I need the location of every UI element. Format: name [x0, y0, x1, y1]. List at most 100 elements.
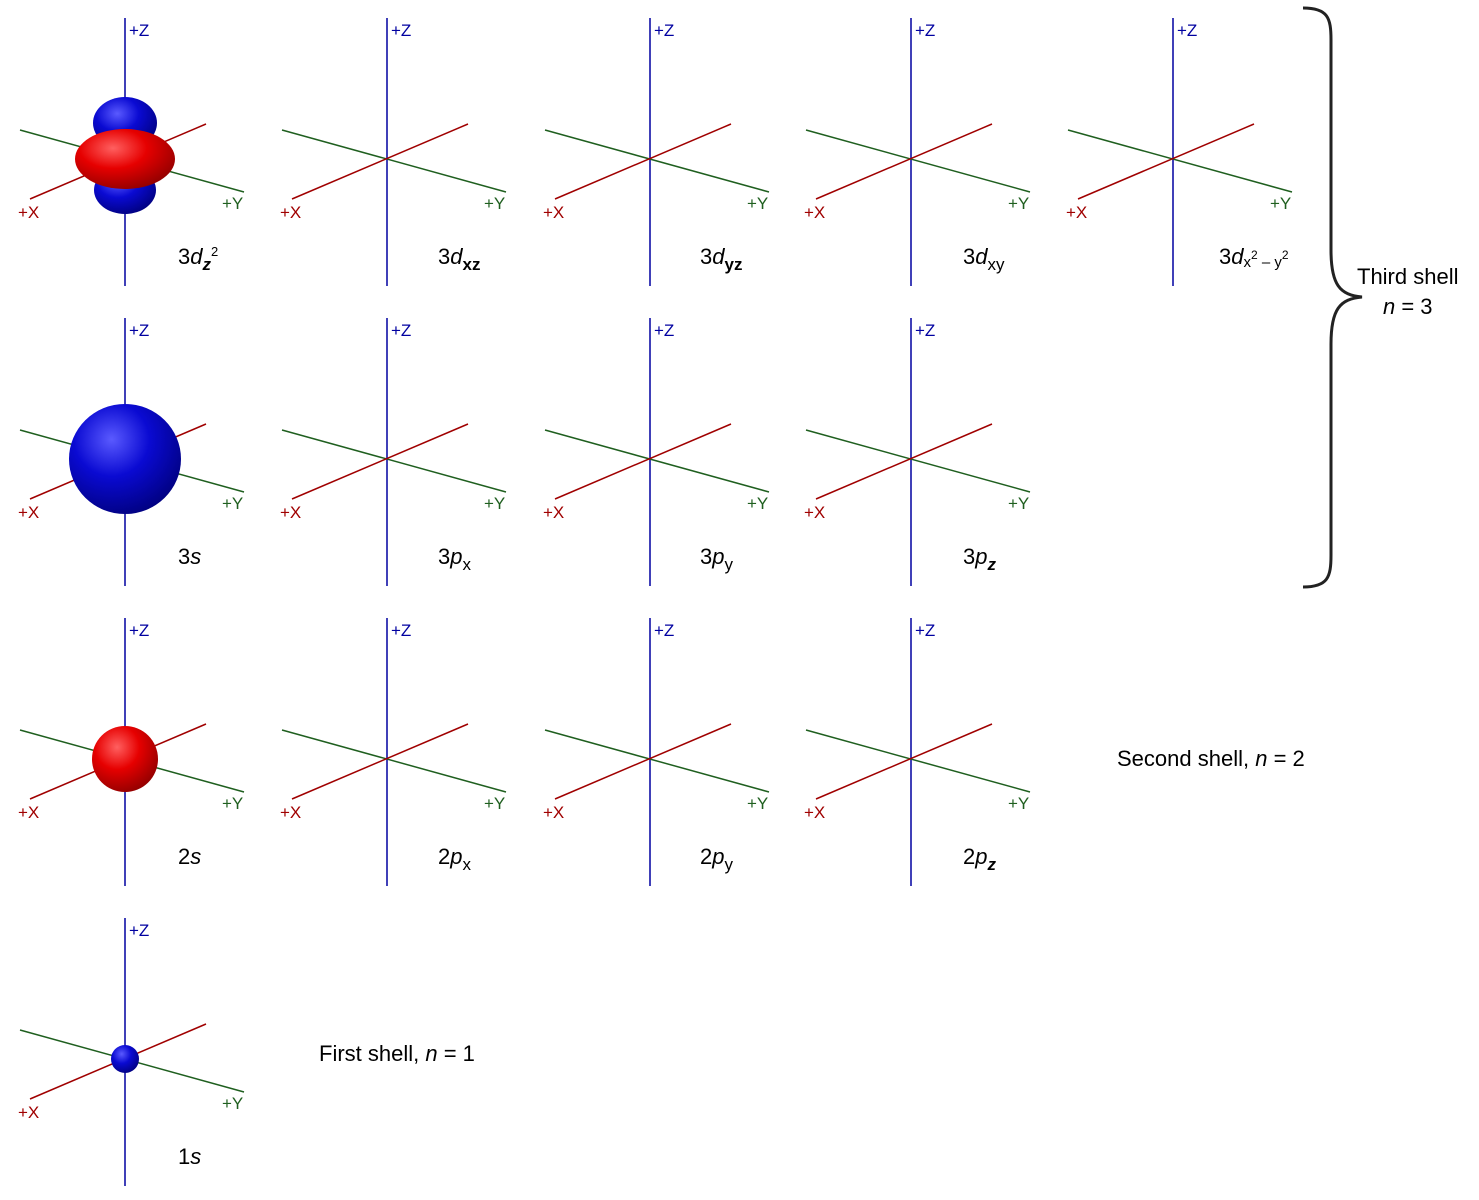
- z-axis-label: +Z: [391, 621, 411, 640]
- orbital-label: 3dxy: [963, 244, 1005, 274]
- x-axis-label: +X: [543, 803, 564, 822]
- orbital-label: 3dyz: [700, 244, 742, 274]
- x-axis-label: +X: [18, 1103, 39, 1122]
- orbital-label: 3dx2 – y2: [1219, 244, 1289, 271]
- orbital-label: 3dxz: [438, 244, 480, 274]
- positive-lobe: [92, 726, 158, 792]
- x-axis-label: +X: [18, 203, 39, 222]
- z-axis-label: +Z: [129, 321, 149, 340]
- negative-lobe: [69, 404, 181, 514]
- y-axis-line: [805, 429, 1031, 493]
- y-axis-label: +Y: [222, 1094, 243, 1113]
- z-axis-label: +Z: [129, 921, 149, 940]
- axes-3py: [544, 318, 770, 586]
- x-axis-label: +X: [543, 503, 564, 522]
- positive-lobe: [75, 129, 175, 189]
- lobes-1s: [111, 1045, 139, 1073]
- z-axis-label: +Z: [129, 621, 149, 640]
- z-axis-label: +Z: [654, 321, 674, 340]
- orbital-label: 3s: [178, 544, 201, 569]
- orbital-2s: +Z+X+Y2s: [18, 618, 245, 886]
- lobes-3s: [69, 404, 181, 514]
- y-axis-label: +Y: [222, 194, 243, 213]
- x-axis-line: [815, 423, 993, 500]
- z-axis-label: +Z: [391, 321, 411, 340]
- x-axis-label: +X: [1066, 203, 1087, 222]
- y-axis-label: +Y: [1008, 194, 1029, 213]
- lobes-3dz2: [75, 97, 175, 214]
- axes-2px: [281, 618, 507, 886]
- y-axis-label: +Y: [222, 494, 243, 513]
- x-axis-line: [554, 423, 732, 500]
- orbital-3py: +Z +X +Y 3py: [543, 318, 770, 586]
- y-axis-line: [544, 729, 770, 793]
- y-axis-label: +Y: [484, 794, 505, 813]
- y-axis-line: [544, 129, 770, 193]
- x-axis-label: +X: [280, 503, 301, 522]
- axes-3dyz: [544, 18, 770, 286]
- z-axis-label: +Z: [654, 21, 674, 40]
- y-axis-line: [281, 729, 507, 793]
- orbital-2pz: +Z +X +Y 2pz: [804, 618, 1031, 886]
- second-shell-label: Second shell, n = 2: [1117, 746, 1305, 771]
- third-shell-label: Third shell n = 3: [1357, 262, 1458, 322]
- orbital-3dz2: +Z +X +Y 3dz2: [18, 18, 245, 286]
- z-axis-label: +Z: [129, 21, 149, 40]
- y-axis-line: [544, 429, 770, 493]
- negative-lobe: [111, 1045, 139, 1073]
- orbital-label: 3px: [438, 544, 472, 574]
- third-shell-n: n = 3: [1382, 294, 1433, 319]
- orbital-3px: +Z +X +Y 3px: [280, 318, 507, 586]
- third-shell-brace: [1302, 6, 1363, 589]
- x-axis-line: [1077, 123, 1255, 200]
- orbital-label: 1s: [178, 1144, 201, 1169]
- axes-3px: [281, 318, 507, 586]
- z-axis-label: +Z: [391, 21, 411, 40]
- axes-3dxy: [805, 18, 1031, 286]
- x-axis-line: [291, 423, 469, 500]
- z-axis-label: +Z: [1177, 21, 1197, 40]
- y-axis-line: [805, 129, 1031, 193]
- y-axis-line: [281, 429, 507, 493]
- y-axis-label: +Y: [1008, 494, 1029, 513]
- y-axis-line: [1067, 129, 1293, 193]
- x-axis-label: +X: [543, 203, 564, 222]
- orbital-1s: +Z +X +Y 1s: [18, 918, 245, 1186]
- x-axis-label: +X: [804, 503, 825, 522]
- z-axis-label: +Z: [915, 621, 935, 640]
- orbital-label: 2py: [700, 844, 734, 874]
- x-axis-line: [291, 723, 469, 800]
- y-axis-label: +Y: [1008, 794, 1029, 813]
- axes-3pz: [805, 318, 1031, 586]
- y-axis-label: +Y: [747, 794, 768, 813]
- orbital-label: 3pz: [963, 544, 997, 574]
- orbital-label: 2pz: [963, 844, 997, 874]
- orbital-label: 2px: [438, 844, 472, 874]
- x-axis-line: [554, 723, 732, 800]
- orbital-3s: +Z +X +Y 3s: [18, 318, 245, 586]
- axes-2py: [544, 618, 770, 886]
- orbital-3dxz: +Z +X +Y 3dxz: [280, 18, 507, 286]
- y-axis-label: +Y: [484, 494, 505, 513]
- y-axis-line: [281, 129, 507, 193]
- y-axis-label: +Y: [222, 794, 243, 813]
- y-axis-label: +Y: [747, 494, 768, 513]
- first-shell-label: First shell, n = 1: [319, 1041, 475, 1066]
- x-axis-label: +X: [804, 803, 825, 822]
- y-axis-label: +Y: [747, 194, 768, 213]
- x-axis-line: [554, 123, 732, 200]
- x-axis-label: +X: [280, 203, 301, 222]
- orbital-label: 3dz2: [178, 244, 218, 274]
- y-axis-label: +Y: [484, 194, 505, 213]
- third-shell-title: Third shell: [1357, 264, 1459, 289]
- orbital-3dyz: +Z +X +Y 3dyz: [543, 18, 770, 286]
- orbital-label: 3py: [700, 544, 734, 574]
- x-axis-line: [815, 123, 993, 200]
- x-axis-label: +X: [18, 503, 39, 522]
- y-axis-line: [805, 729, 1031, 793]
